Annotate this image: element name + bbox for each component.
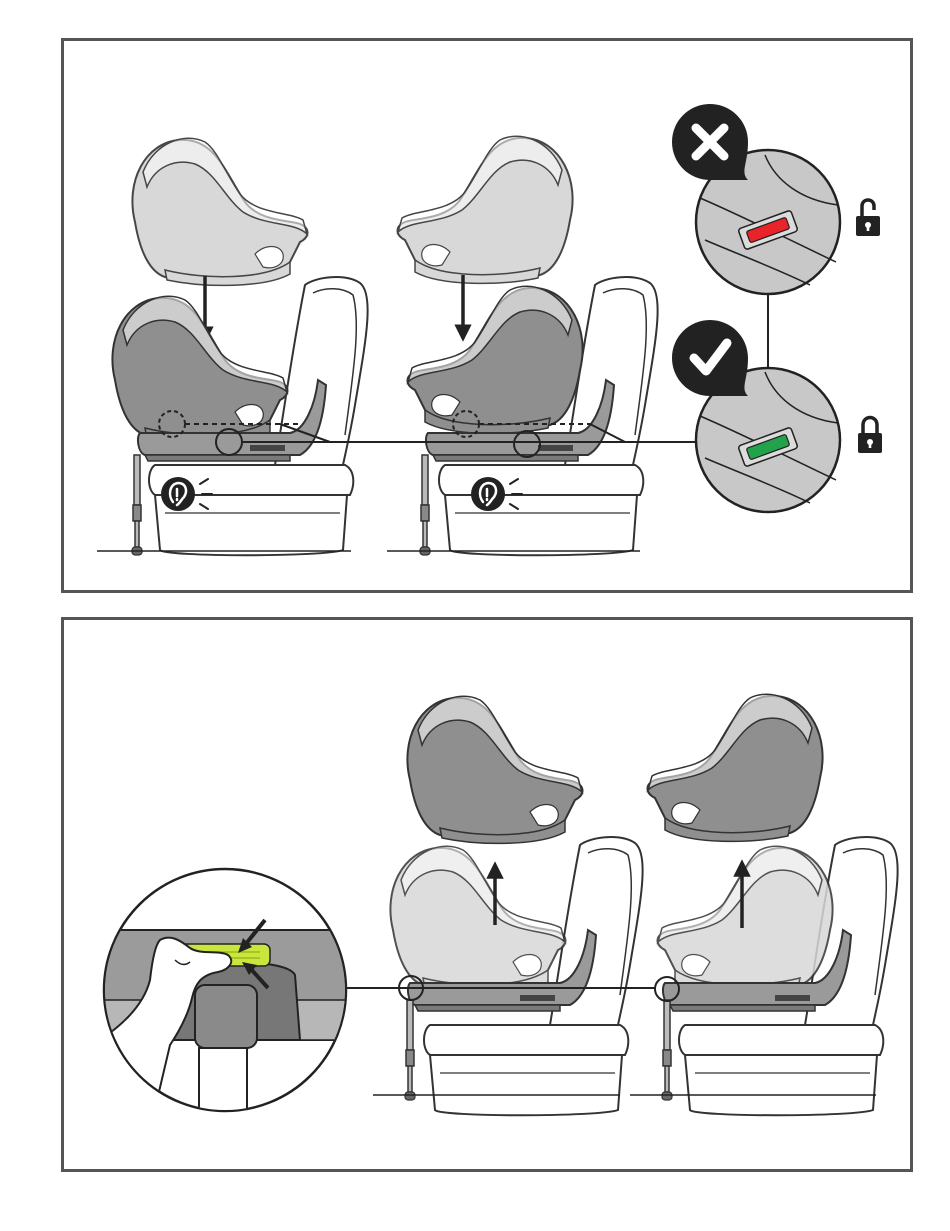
child-seat-lifted	[407, 696, 582, 843]
remove-step-rear-facing	[373, 696, 643, 1115]
padlock-open-icon	[856, 200, 880, 236]
child-seat-lifted	[648, 694, 823, 841]
hear-click-icon	[161, 477, 212, 511]
hear-click-icon	[471, 477, 522, 511]
child-seat	[408, 286, 583, 433]
indicator-detail-unlocked	[672, 104, 880, 294]
child-seat-ghost	[390, 846, 565, 993]
support-leg	[132, 455, 142, 555]
remove-step-forward-facing	[630, 694, 898, 1115]
support-leg	[405, 1000, 415, 1100]
cross-icon	[672, 104, 748, 180]
padlock-closed-icon	[858, 418, 882, 454]
install-step-reclined	[97, 138, 368, 555]
install-step-upright	[387, 136, 658, 555]
support-leg	[420, 455, 430, 555]
check-icon	[672, 320, 748, 396]
child-seat-ghost	[398, 136, 573, 283]
child-seat-ghost	[132, 138, 307, 285]
release-button-detail	[90, 869, 350, 1130]
indicator-detail-locked	[672, 320, 882, 512]
support-leg	[662, 1000, 672, 1100]
child-seat	[112, 296, 287, 443]
child-seat-ghost	[658, 846, 833, 993]
